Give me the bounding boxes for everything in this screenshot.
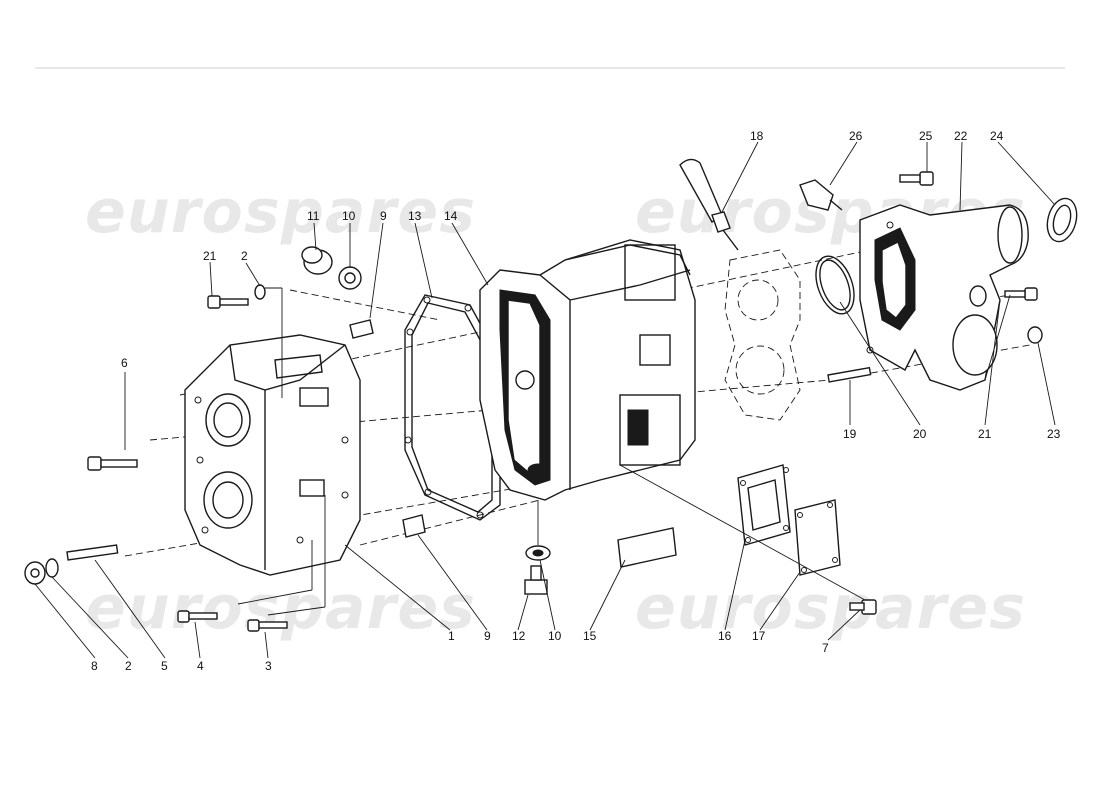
label-7: 7 bbox=[822, 641, 829, 655]
cover-plate-part-15 bbox=[617, 527, 677, 568]
bolt-part-7 bbox=[849, 599, 877, 615]
label-20: 20 bbox=[913, 427, 927, 441]
watermarks: eurospares eurospares eurospares eurospa… bbox=[85, 177, 1025, 643]
rear-gasket-dashed bbox=[724, 249, 801, 421]
label-15: 15 bbox=[583, 629, 597, 643]
label-24: 24 bbox=[990, 129, 1004, 143]
stud-part-5 bbox=[66, 544, 119, 561]
bolt-part-21-left bbox=[207, 295, 249, 309]
label-13: 13 bbox=[408, 209, 422, 223]
washer-part-2-bottom bbox=[45, 558, 59, 578]
label-10-top: 10 bbox=[342, 209, 356, 223]
axis-line-bottom bbox=[359, 499, 541, 546]
label-25: 25 bbox=[919, 129, 933, 143]
label-8: 8 bbox=[91, 659, 98, 673]
label-19: 19 bbox=[843, 427, 857, 441]
front-housing-part-1 bbox=[184, 334, 361, 576]
bolt-part-4 bbox=[177, 610, 218, 623]
leader-lines bbox=[34, 141, 1056, 659]
dowel-pin-part-9-bottom bbox=[402, 514, 426, 538]
label-9-bottom: 9 bbox=[484, 629, 491, 643]
watermark-top-left: eurospares bbox=[85, 177, 475, 247]
label-14: 14 bbox=[444, 209, 458, 223]
oil-seal-part-24 bbox=[1046, 197, 1078, 243]
label-18: 18 bbox=[750, 129, 764, 143]
washer-part-2-top bbox=[254, 284, 266, 300]
label-2-bottom: 2 bbox=[125, 659, 132, 673]
label-21-right: 21 bbox=[978, 427, 992, 441]
label-12: 12 bbox=[512, 629, 526, 643]
label-11: 11 bbox=[307, 209, 320, 223]
stud-part-19 bbox=[827, 366, 872, 383]
washer-part-10-bottom bbox=[525, 545, 551, 561]
label-4: 4 bbox=[197, 659, 204, 673]
hardware-fasteners bbox=[24, 171, 1043, 632]
bolt-part-21-right bbox=[1004, 287, 1038, 301]
label-26: 26 bbox=[849, 129, 863, 143]
nut-part-23 bbox=[1027, 326, 1043, 344]
washer-part-10-top bbox=[338, 266, 362, 290]
gasket-part-16 bbox=[737, 464, 791, 546]
bolt-part-6 bbox=[87, 456, 138, 471]
part-number-labels: 1 2 2 3 4 5 6 7 8 9 9 10 10 11 12 13 14 … bbox=[91, 129, 1061, 673]
sensor-part-26 bbox=[799, 179, 843, 211]
watermark-bottom-left: eurospares bbox=[85, 573, 475, 643]
dipstick-part-18 bbox=[679, 158, 739, 251]
label-17: 17 bbox=[752, 629, 766, 643]
label-23: 23 bbox=[1047, 427, 1061, 441]
axis-line-top bbox=[289, 289, 441, 321]
label-2-top: 2 bbox=[241, 249, 248, 263]
cover-plate-part-17 bbox=[794, 499, 841, 576]
nut-part-8 bbox=[24, 561, 46, 585]
drain-plug-part-12 bbox=[524, 565, 548, 595]
label-1: 1 bbox=[448, 629, 455, 643]
label-21-top: 21 bbox=[203, 249, 217, 263]
label-3: 3 bbox=[265, 659, 272, 673]
o-ring-part-20 bbox=[815, 255, 855, 315]
bolt-part-25 bbox=[899, 171, 934, 186]
axis-line-right bbox=[859, 344, 1031, 376]
bolt-part-3 bbox=[247, 619, 288, 632]
label-6: 6 bbox=[121, 356, 128, 370]
label-10-bottom: 10 bbox=[548, 629, 562, 643]
label-5: 5 bbox=[161, 659, 168, 673]
rear-housing-part-22 bbox=[859, 204, 1029, 391]
watermark-bottom-right: eurospares bbox=[635, 573, 1025, 643]
label-16: 16 bbox=[718, 629, 732, 643]
plug-part-11 bbox=[301, 246, 333, 275]
dowel-pin-part-9-top bbox=[349, 319, 374, 339]
main-casing-part-14 bbox=[479, 239, 696, 501]
label-9-top: 9 bbox=[380, 209, 387, 223]
label-22: 22 bbox=[954, 129, 968, 143]
